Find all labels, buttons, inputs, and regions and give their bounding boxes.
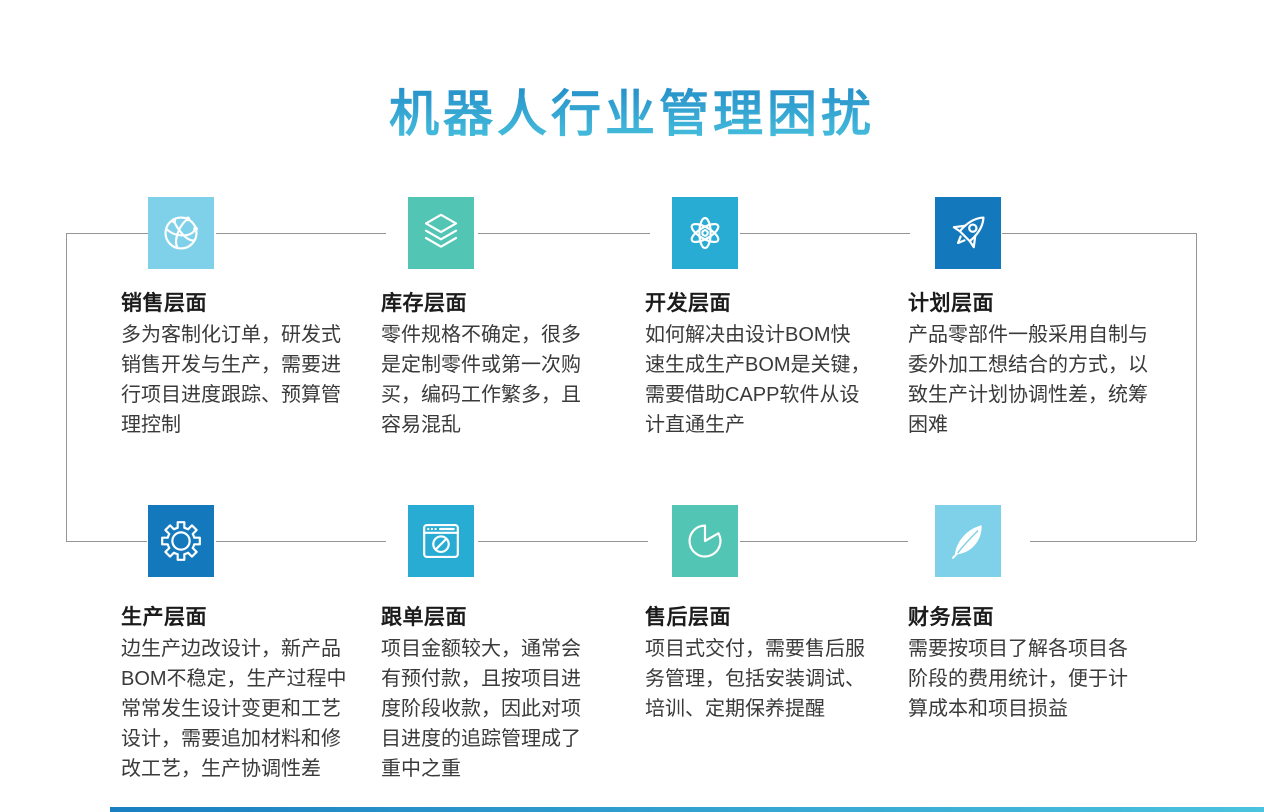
connector-line (1030, 541, 1196, 542)
card-inventory: 库存层面 零件规格不确定，很多 是定制零件或第一次购 买，编码工作繁多，且 容易… (381, 197, 649, 440)
card-description: 需要按项目了解各项目各 阶段的费用统计，便于计 算成本和项目损益 (908, 638, 1128, 720)
browser-compass-icon (408, 505, 474, 577)
rocket-icon (935, 197, 1001, 269)
card-after-sales: 售后层面 项目式交付，需要售后服 务管理，包括安装调试、 培训、定期保养提醒 (645, 505, 913, 724)
card-title: 财务层面 (908, 606, 994, 629)
card-title: 计划层面 (908, 292, 994, 315)
pie-chart-icon (672, 505, 738, 577)
connector-line (216, 541, 386, 542)
atom-icon (672, 197, 738, 269)
card-title: 售后层面 (645, 606, 731, 629)
card-production: 生产层面 边生产边改设计，新产品 BOM不稳定，生产过程中 常常发生设计变更和工… (121, 505, 389, 784)
card-development: 开发层面 如何解决由设计BOM快 速生成生产BOM是关键， 需要借助CAPP软件… (645, 197, 913, 440)
connector-line (1002, 233, 1196, 234)
card-title: 跟单层面 (381, 606, 467, 629)
feather-icon (935, 505, 1001, 577)
card-description: 边生产边改设计，新产品 BOM不稳定，生产过程中 常常发生设计变更和工艺 设计，… (121, 638, 347, 780)
layers-icon (408, 197, 474, 269)
card-description: 如何解决由设计BOM快 速生成生产BOM是关键， 需要借助CAPP软件从设 计直… (645, 324, 871, 436)
card-description: 多为客制化订单，研发式 销售开发与生产，需要进 行项目进度跟踪、预算管 理控制 (121, 324, 341, 436)
connector-line (478, 233, 650, 234)
card-title: 生产层面 (121, 606, 207, 629)
gear-icon (148, 505, 214, 577)
card-order-tracking: 跟单层面 项目金额较大，通常会 有预付款，且按项目进 度阶段收款，因此对项 目进… (381, 505, 649, 784)
page-title: 机器人行业管理困扰 (0, 74, 1264, 146)
connector-line-left-vertical (66, 233, 67, 541)
card-title: 开发层面 (645, 292, 731, 315)
card-description: 项目式交付，需要售后服 务管理，包括安装调试、 培训、定期保养提醒 (645, 638, 865, 720)
globe-network-icon (148, 197, 214, 269)
card-title: 库存层面 (381, 292, 467, 315)
connector-line (66, 233, 148, 234)
card-planning: 计划层面 产品零部件一般采用自制与 委外加工想结合的方式，以 致生产计划协调性差… (908, 197, 1176, 440)
connector-line (216, 233, 386, 234)
connector-line (740, 541, 908, 542)
connector-line (66, 541, 147, 542)
card-finance: 财务层面 需要按项目了解各项目各 阶段的费用统计，便于计 算成本和项目损益 (908, 505, 1176, 724)
card-sales: 销售层面 多为客制化订单，研发式 销售开发与生产，需要进 行项目进度跟踪、预算管… (121, 197, 389, 440)
connector-line-right-vertical (1196, 233, 1197, 541)
connector-line (740, 233, 910, 234)
card-title: 销售层面 (121, 292, 207, 315)
card-description: 零件规格不确定，很多 是定制零件或第一次购 买，编码工作繁多，且 容易混乱 (381, 324, 581, 436)
bottom-section-edge (110, 807, 1264, 812)
connector-line (478, 541, 648, 542)
card-description: 项目金额较大，通常会 有预付款，且按项目进 度阶段收款，因此对项 目进度的追踪管… (381, 638, 581, 780)
card-description: 产品零部件一般采用自制与 委外加工想结合的方式，以 致生产计划协调性差，统筹 困… (908, 324, 1148, 436)
